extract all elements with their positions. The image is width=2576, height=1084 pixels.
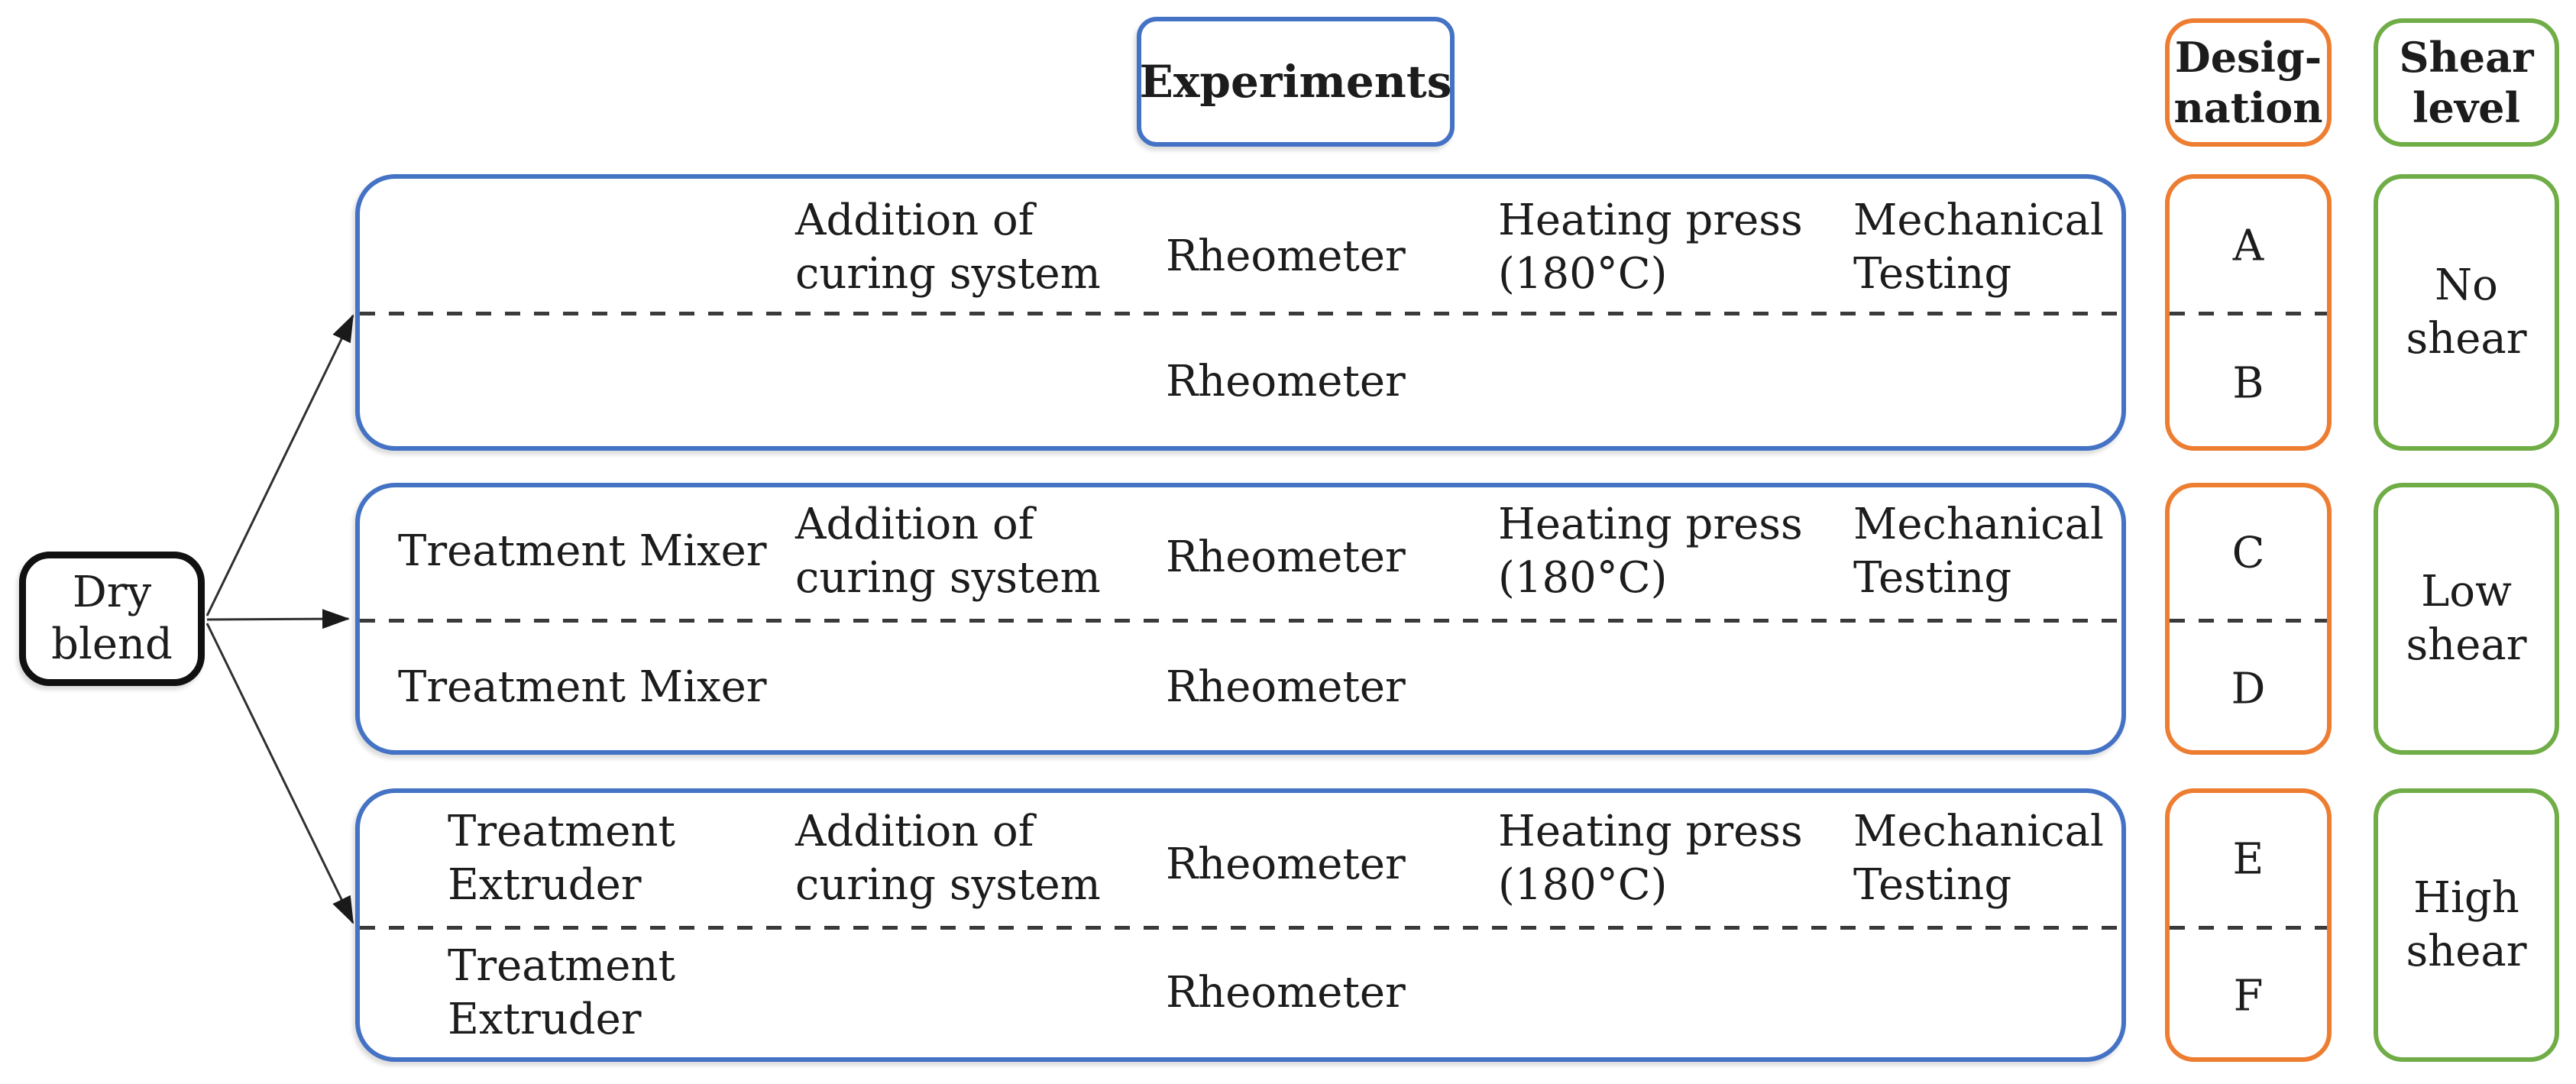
branch-box-low-shear: Treatment Mixer Addition of curing syste… [355, 483, 2126, 755]
step-mechanical-testing-a: Mechanical Testing [1853, 196, 2104, 299]
no-shear-line2: shear [2406, 314, 2527, 364]
step-treatment-extruder-f: Treatment Extruder [448, 941, 675, 1044]
low-shear-line2: shear [2406, 620, 2527, 670]
experiments-header: Experiments [1137, 17, 1455, 147]
step-rheometer-b: Rheometer [1166, 357, 1406, 406]
step-addition-curing-a: Addition of curing system [795, 196, 1101, 299]
designation-box-cd: C D [2165, 483, 2332, 755]
step-rheometer-d: Rheometer [1166, 662, 1406, 712]
arrow-to-low-shear [206, 609, 350, 629]
step-mechanical-testing-c: Mechanical Testing [1853, 500, 2104, 603]
designation-header-line2: nation [2173, 83, 2323, 132]
step-addition-curing-e: Addition of curing system [795, 807, 1101, 910]
step-heating-press-c: Heating press (180°C) [1498, 500, 1803, 603]
designation-ab-divider [2170, 312, 2327, 315]
designation-box-ab: A B [2165, 174, 2332, 451]
branch1-dashed-divider [360, 312, 2121, 315]
arrow-to-no-shear [205, 314, 354, 616]
designation-d: D [2231, 664, 2266, 714]
step-mechanical-testing-e: Mechanical Testing [1853, 807, 2104, 910]
shear-box-low-shear: Low shear [2374, 483, 2559, 755]
designation-header-line1: Desig- [2174, 33, 2322, 82]
designation-b: B [2232, 358, 2264, 409]
designation-a: A [2232, 221, 2264, 271]
branch2-dashed-divider [360, 619, 2121, 623]
step-rheometer-a: Rheometer [1166, 231, 1406, 281]
shear-level-header-line2: level [2412, 83, 2521, 132]
dry-blend-line2: blend [51, 620, 173, 669]
experiments-header-label: Experiments [1139, 56, 1452, 108]
shear-box-no-shear: No shear [2374, 174, 2559, 451]
step-heating-press-e: Heating press (180°C) [1498, 807, 1803, 910]
designation-header: Desig- nation [2165, 18, 2332, 147]
arrow-to-high-shear [205, 623, 354, 924]
step-addition-curing-c: Addition of curing system [795, 500, 1101, 603]
step-heating-press-a: Heating press (180°C) [1498, 196, 1803, 299]
step-rheometer-f: Rheometer [1166, 968, 1406, 1018]
dry-blend-node: Dry blend [19, 552, 205, 686]
designation-f: F [2233, 971, 2264, 1021]
branch-box-no-shear: Addition of curing system Rheometer Heat… [355, 174, 2126, 451]
designation-box-ef: E F [2165, 788, 2332, 1062]
step-rheometer-e: Rheometer [1166, 840, 1406, 889]
branch-box-high-shear: Treatment Extruder Addition of curing sy… [355, 788, 2126, 1062]
high-shear-line2: shear [2406, 927, 2527, 976]
no-shear-line1: No [2435, 260, 2498, 310]
step-treatment-mixer-c: Treatment Mixer [398, 526, 767, 576]
designation-ef-divider [2170, 926, 2327, 930]
shear-box-high-shear: High shear [2374, 788, 2559, 1062]
shear-level-header-line1: Shear [2399, 33, 2534, 82]
designation-e: E [2232, 834, 2264, 885]
step-treatment-mixer-d: Treatment Mixer [398, 662, 767, 712]
low-shear-line1: Low [2421, 567, 2512, 616]
branch3-dashed-divider [360, 926, 2121, 930]
designation-cd-divider [2170, 619, 2327, 623]
shear-level-header: Shear level [2374, 18, 2559, 147]
dry-blend-line1: Dry [72, 568, 152, 617]
high-shear-line1: High [2413, 873, 2519, 923]
designation-c: C [2231, 528, 2265, 578]
step-rheometer-c: Rheometer [1166, 532, 1406, 582]
step-treatment-extruder-e: Treatment Extruder [448, 807, 675, 910]
